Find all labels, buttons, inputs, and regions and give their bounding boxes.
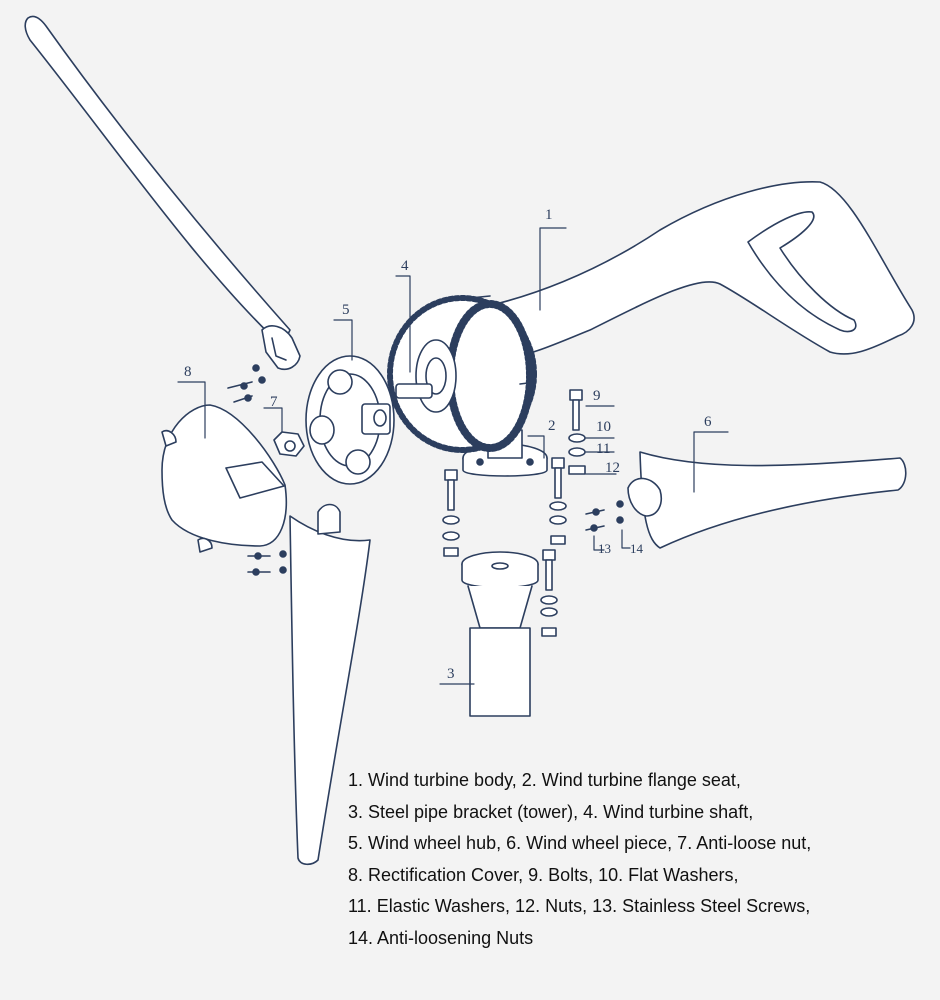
callout-7: 7 [270, 394, 278, 410]
parts-legend: 1. Wind turbine body, 2. Wind turbine fl… [348, 765, 928, 954]
callout-9: 9 [593, 388, 601, 404]
callout-6: 6 [704, 414, 712, 430]
callout-1: 1 [545, 207, 553, 223]
callout-14: 14 [630, 541, 643, 556]
wind-wheel-hub [305, 355, 395, 485]
anti-loose-nut [273, 431, 305, 457]
callout-12: 12 [605, 460, 620, 476]
turbine-body [457, 181, 915, 361]
callout-13: 13 [598, 541, 611, 556]
callout-10: 10 [596, 419, 611, 435]
legend-line: 3. Steel pipe bracket (tower), 4. Wind t… [348, 801, 754, 822]
leader-lines [177, 227, 729, 685]
blade-upper-left [24, 15, 301, 371]
callout-4: 4 [401, 258, 409, 274]
fasteners [227, 364, 624, 637]
blade-lower [289, 503, 371, 866]
legend-line: 8. Rectification Cover, 9. Bolts, 10. Fl… [348, 864, 739, 885]
legend-line: 11. Elastic Washers, 12. Nuts, 13. Stain… [348, 896, 811, 916]
legend-line: 5. Wind wheel hub, 6. Wind wheel piece, … [348, 833, 812, 853]
callout-11: 11 [596, 441, 611, 457]
callout-2: 2 [548, 418, 556, 434]
callout-8: 8 [184, 364, 192, 380]
legend-line: 1. Wind turbine body, 2. Wind turbine fl… [348, 770, 741, 790]
rectification-cover [161, 404, 288, 553]
steel-pipe-tower [461, 551, 539, 717]
callout-3: 3 [447, 666, 455, 682]
blade-right [627, 451, 907, 549]
callout-5: 5 [342, 302, 350, 318]
legend-line: 14. Anti-loosening Nuts [348, 927, 534, 948]
generator-gear [387, 295, 537, 453]
